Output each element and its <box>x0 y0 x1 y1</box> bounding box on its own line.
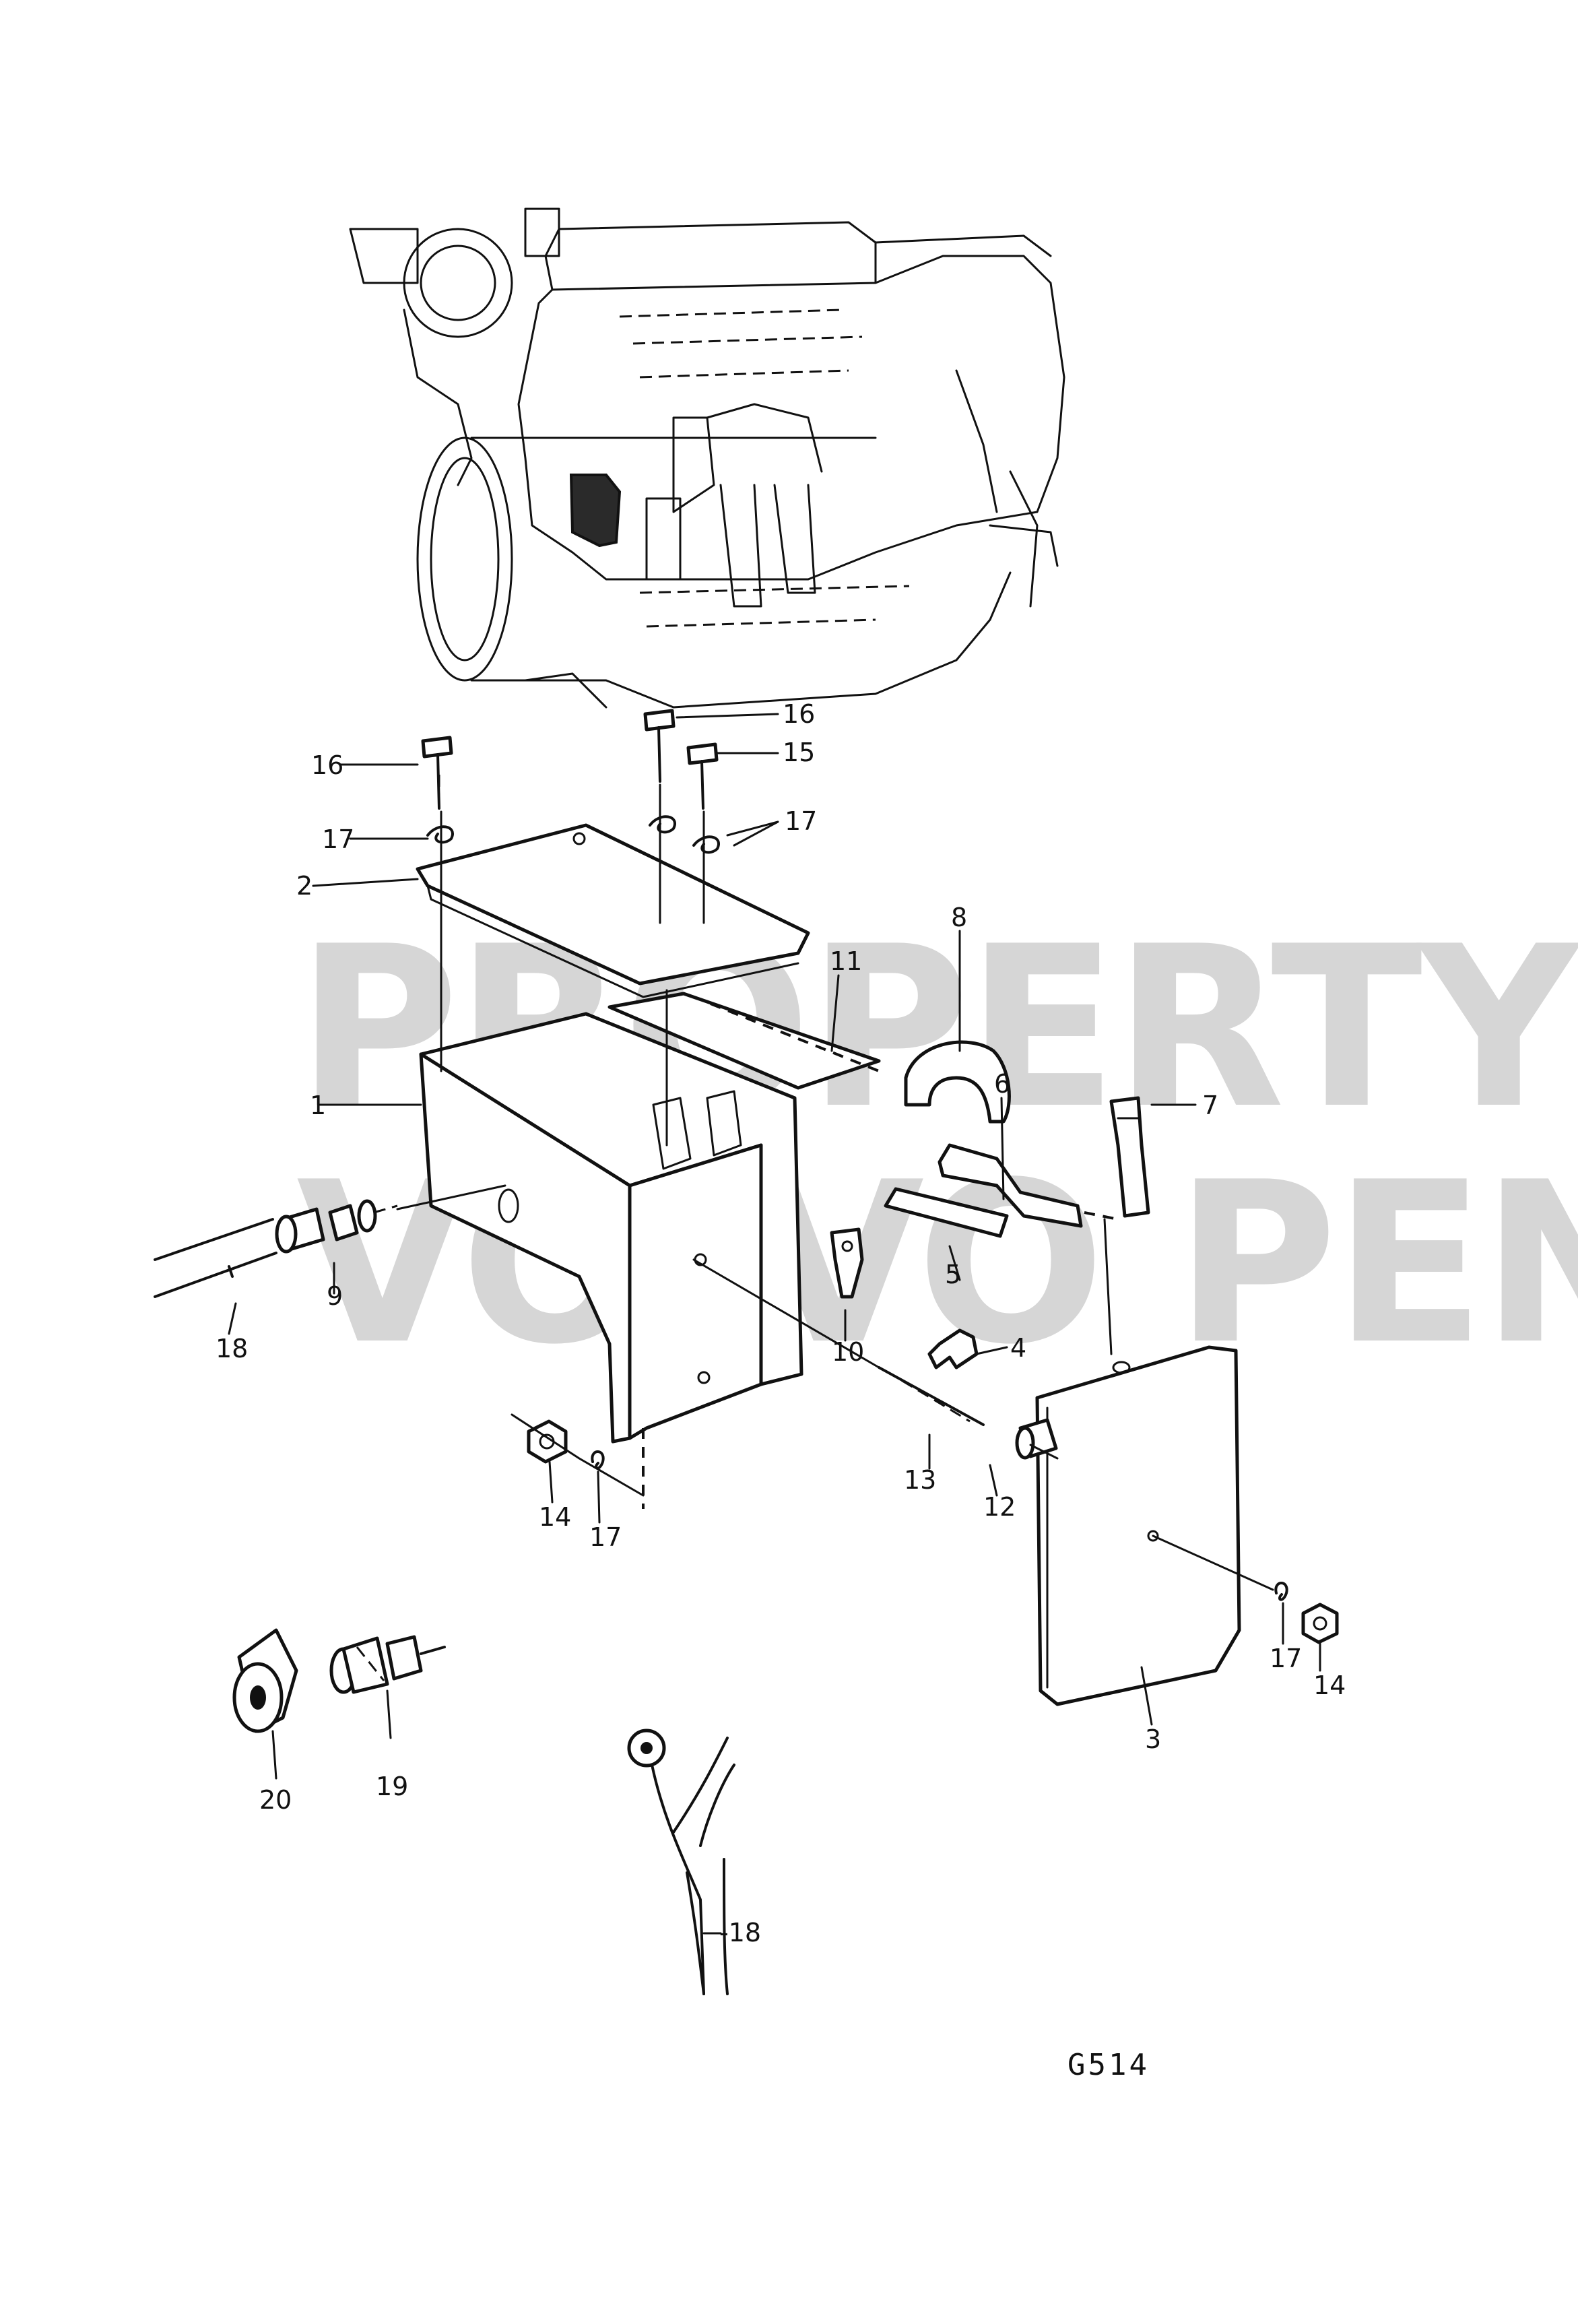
part-17-washer-right <box>1274 1582 1288 1601</box>
part-6-bracket <box>938 1143 1083 1228</box>
engine-outline <box>349 207 1065 709</box>
part-10-lug <box>830 1227 864 1299</box>
part-11-plate <box>607 992 881 1090</box>
part-12-spacer <box>1015 1418 1058 1460</box>
part-2-lid <box>416 823 810 998</box>
callout-19: 19 <box>376 1772 408 1801</box>
part-7-clip <box>1109 1096 1150 1218</box>
part-3-cover <box>1035 1345 1241 1706</box>
part-5-strip <box>884 1187 1009 1238</box>
callout-17-bottom-right: 17 <box>1270 1644 1302 1673</box>
part-1-box <box>419 1012 803 1444</box>
callout-6: 6 <box>994 1069 1010 1099</box>
callout-11: 11 <box>830 946 862 976</box>
part-19-sensor <box>329 1635 446 1694</box>
part-15-screw <box>686 742 719 810</box>
part-20-cap <box>232 1628 298 1733</box>
leader-lines <box>228 713 1321 1935</box>
callout-12: 12 <box>983 1492 1016 1522</box>
part-8-handle <box>904 1040 1011 1124</box>
part-4-elbow <box>927 1328 979 1369</box>
callout-3: 3 <box>1145 1724 1161 1754</box>
part-18-lower-cable <box>627 1729 735 1995</box>
callout-14-right: 14 <box>1313 1671 1346 1700</box>
part-9-gland <box>275 1199 398 1254</box>
callout-2: 2 <box>296 871 313 901</box>
watermark: PROPERTY OF VOLVO PENTA <box>296 899 1578 1393</box>
callout-16-right: 16 <box>783 699 815 729</box>
callout-14-left: 14 <box>539 1502 571 1532</box>
callout-7: 7 <box>1202 1091 1218 1120</box>
callout-labels: 16 17 16 15 17 2 11 8 1 6 7 5 10 4 9 18 … <box>216 699 1346 1947</box>
callout-16-left: 16 <box>311 750 343 780</box>
part-16-screw-left <box>421 736 453 810</box>
part-14-nut-left <box>527 1419 568 1464</box>
callout-10: 10 <box>832 1337 864 1367</box>
callout-5: 5 <box>945 1260 961 1289</box>
drawing-code: G514 <box>1067 2048 1150 2082</box>
callout-17-top-right: 17 <box>785 806 817 836</box>
part-18-cable <box>154 1218 277 1298</box>
callout-18-lower: -18 <box>719 1918 761 1947</box>
callout-13: 13 <box>904 1465 936 1495</box>
callout-20: 20 <box>259 1785 292 1815</box>
callout-4: 4 <box>1010 1333 1026 1363</box>
callout-1: 1 <box>310 1091 326 1120</box>
part-14-nut-right <box>1301 1603 1339 1644</box>
part-16-screw-right <box>643 709 676 783</box>
callout-15: 15 <box>783 738 815 767</box>
callout-17-top-left: 17 <box>322 825 354 854</box>
callout-17-bottom-left: 17 <box>589 1522 622 1552</box>
callout-8: 8 <box>951 903 967 932</box>
part-13-stud <box>878 1366 985 1426</box>
callout-9: 9 <box>327 1281 343 1311</box>
callout-18-cable: 18 <box>216 1334 248 1363</box>
